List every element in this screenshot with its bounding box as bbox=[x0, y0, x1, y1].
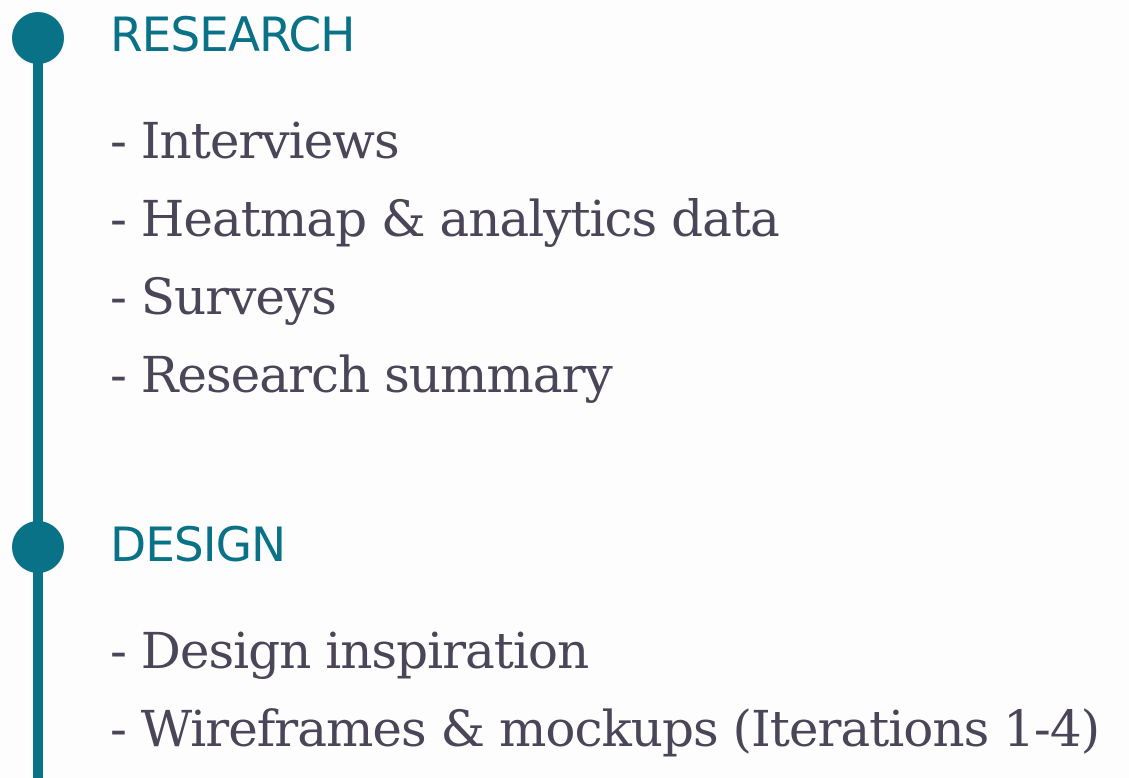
design-item-list: - Design inspiration - Wireframes & mock… bbox=[110, 612, 1100, 768]
research-item-list: - Interviews - Heatmap & analytics data … bbox=[110, 102, 780, 414]
list-item: - Research summary bbox=[110, 346, 613, 404]
timeline-node-design bbox=[12, 521, 64, 573]
list-item: - Design inspiration bbox=[110, 622, 589, 680]
list-item: - Heatmap & analytics data bbox=[110, 190, 780, 248]
timeline-line bbox=[33, 38, 43, 778]
section-heading-research: RESEARCH bbox=[110, 8, 356, 63]
timeline-node-research bbox=[12, 12, 64, 64]
list-item: - Interviews bbox=[110, 112, 400, 170]
list-item: - Surveys bbox=[110, 268, 337, 326]
list-item: - Wireframes & mockups (Iterations 1-4) bbox=[110, 700, 1100, 758]
section-heading-design: DESIGN bbox=[110, 518, 286, 573]
